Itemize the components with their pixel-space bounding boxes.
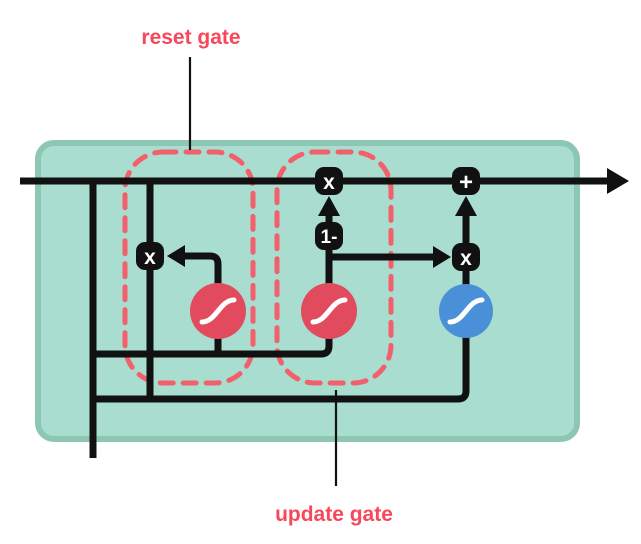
one-minus-glyph: 1- (321, 227, 338, 248)
candidate-multiply-arrowhead-icon (433, 246, 451, 268)
gate-input-bus-upper (93, 311, 333, 358)
one-minus-box (315, 222, 343, 250)
hidden-multiply-op: x (315, 167, 343, 195)
gate-input-bus-lower (93, 311, 470, 403)
tanh-curve-icon (447, 297, 485, 325)
hidden-multiply-glyph: x (323, 171, 335, 194)
reset-multiply-box (136, 242, 164, 270)
sigmoid-curve-icon (199, 297, 237, 325)
tanh-node (439, 284, 493, 338)
update-gate-label: update gate (275, 503, 393, 526)
add-box (452, 167, 480, 195)
cell-body (35, 140, 580, 442)
reset-sigmoid-node (190, 283, 246, 339)
add-glyph: + (459, 169, 473, 196)
reset-multiply-op: x (136, 242, 164, 270)
reset-multiply-glyph: x (144, 246, 156, 269)
update-gate-outline (274, 149, 394, 386)
update-sigmoid-node (301, 283, 357, 339)
candidate-multiply-glyph: x (460, 247, 472, 270)
sigmoid-curve-icon (310, 297, 348, 325)
reset-gate-label: reset gate (141, 26, 240, 49)
reset-sigmoid-to-multiply-line (182, 252, 222, 354)
oneminus-to-multiply-arrowhead-icon (318, 196, 340, 216)
output-arrowhead-icon (607, 168, 629, 194)
candidate-multiply-op: x (452, 243, 480, 271)
add-arrowhead-icon (455, 196, 477, 216)
one-minus-op: 1- (315, 222, 343, 250)
candidate-multiply-box (452, 243, 480, 271)
hidden-multiply-box (315, 167, 343, 195)
reset-gate-outline (122, 149, 256, 386)
reset-multiply-arrowhead-icon (167, 245, 185, 267)
add-op: + (452, 167, 480, 196)
